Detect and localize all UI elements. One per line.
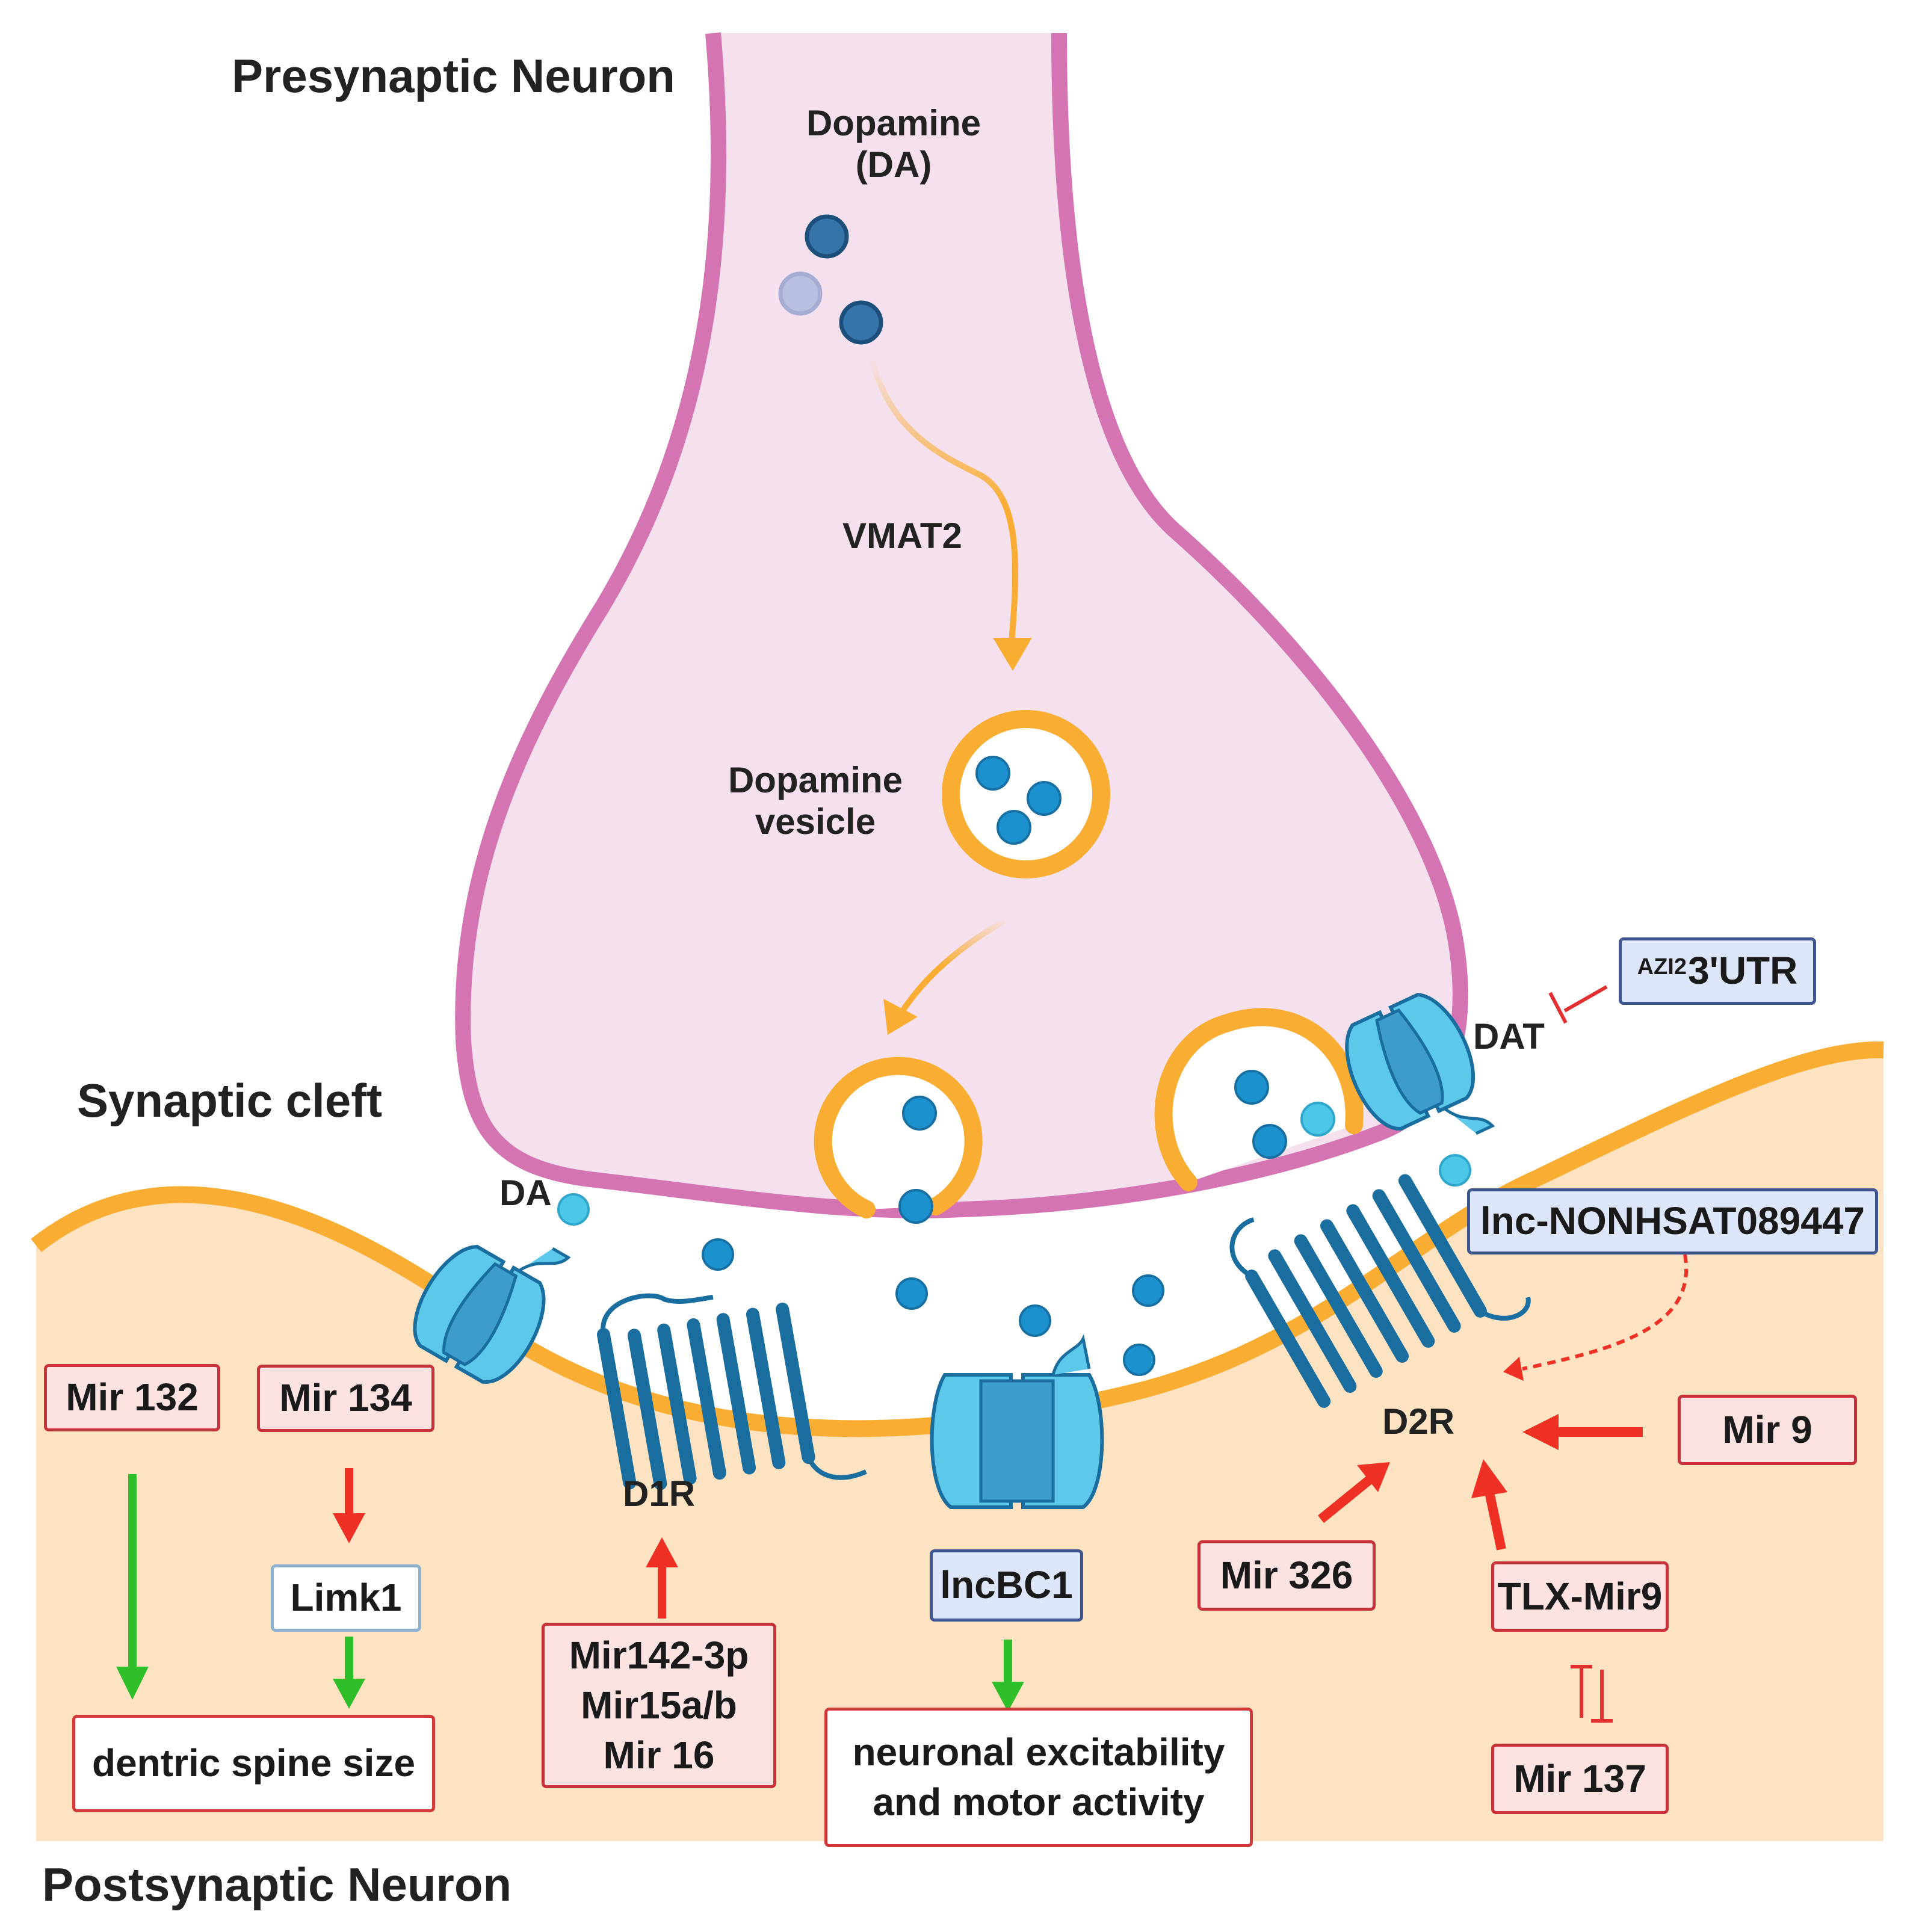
mir326-text: Mir 326 xyxy=(1220,1553,1353,1597)
cleft-dopamine xyxy=(895,1277,928,1310)
limk1-text: Limk1 xyxy=(290,1576,402,1620)
d1r-mirs-arrowhead xyxy=(646,1537,678,1567)
vesicle-label-line1: Dopamine xyxy=(728,760,903,800)
d2r-receptor xyxy=(1229,1174,1531,1408)
mir326-box: Mir 326 xyxy=(1197,1540,1376,1611)
d1r-mir-3: Mir 16 xyxy=(603,1733,715,1777)
tlx-mir9-box: TLX-Mir9 xyxy=(1491,1561,1669,1632)
exocytosis-arrow xyxy=(900,918,1007,1013)
mir134-text: Mir 134 xyxy=(279,1376,412,1420)
d1r-mir-2: Mir15a/b xyxy=(581,1683,737,1727)
limk1-box: Limk1 xyxy=(271,1564,421,1632)
dat-transporter xyxy=(1345,993,1495,1135)
tlx-mir9-text: TLX-Mir9 xyxy=(1497,1574,1663,1618)
dopamine-text: Dopamine xyxy=(806,103,981,143)
lncbc1-box: lncBC1 xyxy=(930,1549,1083,1622)
dopamine-label: Dopamine (DA) xyxy=(803,102,984,185)
cleft-dopamine xyxy=(702,1238,734,1271)
presynaptic-neuron-label: Presynaptic Neuron xyxy=(232,49,675,102)
vmat2-arrowhead xyxy=(993,638,1032,671)
mir137-box: Mir 137 xyxy=(1491,1744,1669,1814)
mir326-arrowhead xyxy=(1357,1462,1390,1492)
d1r-mir-1: Mir142-3p xyxy=(569,1633,749,1677)
cleft-dopamine xyxy=(557,1193,590,1226)
dat-label: DAT xyxy=(1473,1016,1545,1057)
vesicle-dopamine xyxy=(1234,1070,1269,1105)
mir132-text: Mir 132 xyxy=(66,1375,199,1419)
lnc-nonhsat-arrowhead xyxy=(1503,1357,1524,1381)
left-transporter xyxy=(413,1245,571,1384)
presynaptic-terminal xyxy=(455,32,1468,1218)
mir132-arrowhead xyxy=(116,1667,149,1700)
released-dopamine xyxy=(1300,1102,1335,1137)
dopamine-molecule xyxy=(805,214,849,259)
azi2-inhibition-line xyxy=(1563,985,1608,1013)
dendritic-spine-box: dentric spine size xyxy=(72,1715,435,1812)
docking-vesicle-left xyxy=(814,1057,983,1218)
d1r-mirs-box: Mir142-3p Mir15a/b Mir 16 xyxy=(542,1623,776,1788)
tlx-mir9-arrowhead xyxy=(1471,1459,1507,1498)
synaptic-cleft-label: Synaptic cleft xyxy=(77,1074,383,1127)
vesicle-dopamine xyxy=(902,1096,937,1131)
neuronal-line1: neuronal excitability xyxy=(852,1730,1225,1774)
limk1-arrowhead xyxy=(333,1679,365,1709)
mir134-box: Mir 134 xyxy=(257,1365,434,1432)
vesicle-dopamine xyxy=(1252,1124,1287,1159)
vesicle-dopamine xyxy=(975,756,1010,791)
lncbc1-arrowhead xyxy=(992,1682,1024,1712)
lnc-nonhsat-box: lnc-NONHSAT089447 xyxy=(1467,1188,1878,1255)
vmat2-label: VMAT2 xyxy=(842,516,962,556)
vesicle-label-line2: vesicle xyxy=(755,801,876,842)
neuronal-excitability-box: neuronal excitability and motor activity xyxy=(824,1708,1253,1847)
middle-channel xyxy=(930,1334,1104,1509)
mir137-text: Mir 137 xyxy=(1513,1756,1646,1800)
cleft-dopamine xyxy=(1439,1154,1471,1187)
d1r-label: D1R xyxy=(623,1474,696,1514)
vesicle-dopamine xyxy=(898,1189,933,1224)
dendritic-spine-text: dentric spine size xyxy=(91,1741,416,1785)
azi2-utr-box: AZI2 3'UTR xyxy=(1619,937,1816,1005)
mir9-box: Mir 9 xyxy=(1678,1395,1857,1465)
lnc-nonhsat-text: lnc-NONHSAT089447 xyxy=(1480,1199,1865,1243)
dopamine-vesicle xyxy=(942,710,1110,878)
vesicle-dopamine xyxy=(997,810,1031,845)
azi2-utr-text: 3'UTR xyxy=(1688,949,1798,993)
mir326-arrow xyxy=(1317,1476,1373,1523)
postsynaptic-neuron-label: Postsynaptic Neuron xyxy=(42,1858,512,1911)
azi2-inhibition-bar xyxy=(1548,992,1568,1024)
cleft-dopamine xyxy=(1132,1274,1164,1307)
tlx-mir9-arrow xyxy=(1485,1491,1506,1551)
dopamine-molecule xyxy=(839,300,883,345)
mir9-arrowhead xyxy=(1522,1414,1559,1450)
d2r-label: D2R xyxy=(1382,1401,1455,1442)
cleft-dopamine xyxy=(1123,1344,1155,1376)
exocytosis-arrowhead xyxy=(883,999,918,1035)
vmat2-arrow xyxy=(870,360,1019,650)
dopamine-abbrev: (DA) xyxy=(855,144,932,185)
vesicle-dopamine xyxy=(1027,781,1061,816)
mir9-text: Mir 9 xyxy=(1722,1407,1812,1451)
dopamine-molecule-faded xyxy=(778,271,823,316)
azi2-superscript: AZI2 xyxy=(1637,954,1687,980)
da-label: DA xyxy=(499,1173,552,1213)
neuronal-line2: and motor activity xyxy=(873,1780,1205,1824)
dopamine-vesicle-label: Dopamine vesicle xyxy=(722,759,909,842)
mir132-box: Mir 132 xyxy=(44,1364,220,1431)
lncbc1-text: lncBC1 xyxy=(940,1563,1073,1607)
cleft-dopamine xyxy=(1019,1304,1051,1337)
mir134-arrowhead xyxy=(333,1513,365,1543)
d1r-receptor xyxy=(596,1293,867,1490)
lnc-nonhsat-arrow xyxy=(1522,1254,1688,1371)
